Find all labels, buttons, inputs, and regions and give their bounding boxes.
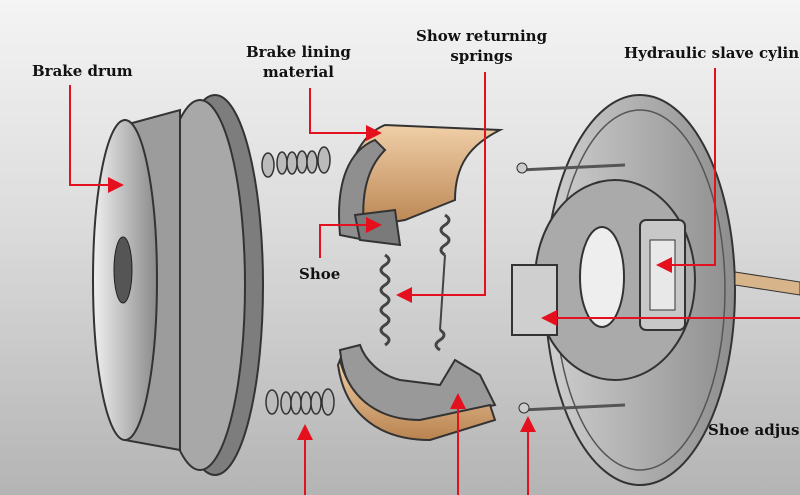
return-springs <box>379 213 451 352</box>
label-shoe: Shoe <box>299 265 341 283</box>
arrow-springs <box>396 72 486 303</box>
arrow-brake-drum <box>69 85 124 193</box>
brake-drum <box>92 94 264 476</box>
hold-down-spring-top <box>261 146 331 178</box>
label-brake-drum: Brake drum <box>32 62 133 80</box>
brake-shoe-bottom <box>336 343 497 442</box>
callout-arrows <box>69 68 800 495</box>
hydraulic-slave-cylinder <box>639 219 686 331</box>
label-return-springs-line2: springs <box>450 47 513 65</box>
arrow-brake-lining <box>309 88 382 141</box>
label-hydraulic-slave-cylinder: Hydraulic slave cylin <box>624 44 800 62</box>
label-brake-lining-line1: Brake lining <box>246 43 351 61</box>
arrow-hydraulic <box>656 68 716 273</box>
label-shoe-adjuster: Shoe adjus <box>708 421 800 439</box>
shoe-adjuster <box>511 264 558 336</box>
brake-shoe-top <box>338 123 504 247</box>
hold-down-spring-bottom <box>265 388 335 416</box>
label-brake-lining-line2: material <box>262 63 334 81</box>
label-return-springs: Show returning springs <box>416 26 547 66</box>
label-return-springs-line1: Show returning <box>416 27 548 45</box>
label-brake-lining: Brake lining material <box>246 42 351 82</box>
arrow-shoe <box>319 217 382 258</box>
